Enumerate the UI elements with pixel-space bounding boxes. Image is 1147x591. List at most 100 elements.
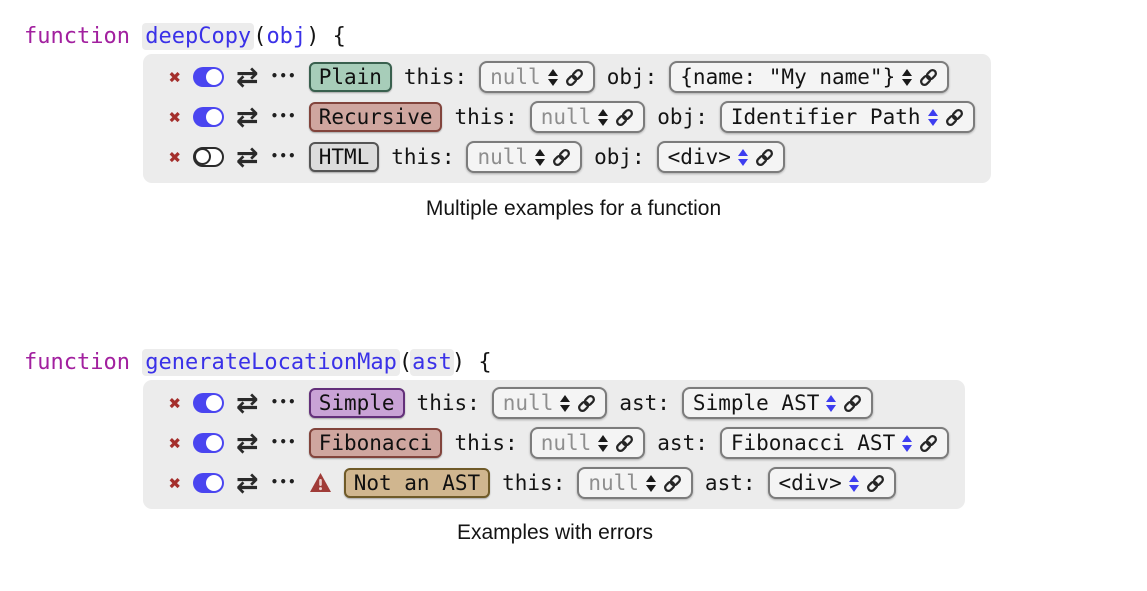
link-icon[interactable] bbox=[755, 148, 774, 167]
stepper-arrows[interactable] bbox=[547, 68, 558, 86]
step-up-icon[interactable] bbox=[598, 434, 609, 442]
delete-example-button[interactable]: ✖ bbox=[169, 105, 182, 129]
value-box[interactable]: Identifier Path bbox=[719, 101, 975, 133]
step-up-icon[interactable] bbox=[547, 68, 558, 76]
example-name-chip[interactable]: Simple bbox=[308, 388, 405, 418]
enable-toggle-on[interactable] bbox=[193, 433, 225, 453]
link-icon[interactable] bbox=[577, 394, 596, 413]
stepper-arrows[interactable] bbox=[560, 394, 571, 412]
function-name[interactable]: generateLocationMap bbox=[142, 349, 400, 376]
step-down-icon[interactable] bbox=[535, 158, 546, 166]
example-name-chip[interactable]: Plain bbox=[308, 62, 392, 92]
swap-arrows-button[interactable]: ⇄ bbox=[236, 61, 259, 93]
step-down-icon[interactable] bbox=[598, 444, 609, 452]
swap-arrows-button[interactable]: ⇄ bbox=[236, 387, 259, 419]
step-down-icon[interactable] bbox=[560, 404, 571, 412]
step-up-icon[interactable] bbox=[737, 148, 748, 156]
step-down-icon[interactable] bbox=[902, 444, 913, 452]
step-down-icon[interactable] bbox=[737, 158, 748, 166]
parameter-name[interactable]: ast bbox=[410, 349, 454, 376]
arg-label: this: bbox=[454, 105, 518, 129]
enable-toggle-off[interactable] bbox=[193, 147, 225, 167]
swap-arrows-button[interactable]: ⇄ bbox=[236, 101, 259, 133]
step-down-icon[interactable] bbox=[598, 118, 609, 126]
step-up-icon[interactable] bbox=[927, 108, 938, 116]
arg-label: this: bbox=[403, 65, 468, 89]
more-options-button[interactable]: ••• bbox=[270, 149, 297, 163]
link-icon[interactable] bbox=[565, 68, 584, 87]
value-box[interactable]: <div> bbox=[656, 141, 785, 173]
stepper-arrows[interactable] bbox=[645, 474, 656, 492]
value-box[interactable]: {name: "My name"} bbox=[669, 61, 950, 93]
swap-arrows-button[interactable]: ⇄ bbox=[236, 141, 259, 173]
example-name-chip[interactable]: Fibonacci bbox=[308, 428, 443, 458]
enable-toggle-on[interactable] bbox=[193, 107, 225, 127]
value-box[interactable]: null bbox=[466, 141, 583, 173]
step-down-icon[interactable] bbox=[645, 484, 656, 492]
link-icon[interactable] bbox=[919, 68, 938, 87]
value-text: <div> bbox=[778, 471, 842, 495]
step-down-icon[interactable] bbox=[826, 404, 837, 412]
enable-toggle-on[interactable] bbox=[193, 473, 225, 493]
link-icon[interactable] bbox=[615, 434, 634, 453]
step-up-icon[interactable] bbox=[848, 474, 859, 482]
delete-example-button[interactable]: ✖ bbox=[169, 431, 182, 455]
link-icon[interactable] bbox=[552, 148, 571, 167]
value-box[interactable]: null bbox=[529, 101, 646, 133]
link-icon[interactable] bbox=[843, 394, 862, 413]
delete-example-button[interactable]: ✖ bbox=[169, 471, 182, 495]
stepper-arrows[interactable] bbox=[848, 474, 859, 492]
link-icon[interactable] bbox=[615, 108, 634, 127]
stepper-arrows[interactable] bbox=[737, 148, 748, 166]
examples-panel: ✖ ⇄ ••• Simple this: null ast: Simple AS… bbox=[143, 380, 966, 509]
stepper-arrows[interactable] bbox=[826, 394, 837, 412]
step-up-icon[interactable] bbox=[535, 148, 546, 156]
stepper-arrows[interactable] bbox=[598, 434, 609, 452]
function-example-block-deepcopy: function deepCopy(obj) { ✖ ⇄ ••• Plain t… bbox=[24, 23, 991, 183]
step-down-icon[interactable] bbox=[927, 118, 938, 126]
link-icon[interactable] bbox=[945, 108, 964, 127]
example-name-chip[interactable]: Recursive bbox=[308, 102, 443, 132]
more-options-button[interactable]: ••• bbox=[270, 395, 297, 409]
step-down-icon[interactable] bbox=[848, 484, 859, 492]
enable-toggle-on[interactable] bbox=[193, 393, 225, 413]
link-icon[interactable] bbox=[866, 474, 885, 493]
stepper-arrows[interactable] bbox=[902, 434, 913, 452]
value-box[interactable]: null bbox=[577, 467, 693, 499]
step-down-icon[interactable] bbox=[902, 78, 913, 86]
stepper-arrows[interactable] bbox=[598, 108, 609, 126]
delete-example-button[interactable]: ✖ bbox=[169, 391, 182, 415]
step-up-icon[interactable] bbox=[598, 108, 609, 116]
link-icon[interactable] bbox=[663, 474, 682, 493]
stepper-arrows[interactable] bbox=[927, 108, 938, 126]
step-up-icon[interactable] bbox=[826, 394, 837, 402]
value-box[interactable]: null bbox=[479, 61, 595, 93]
delete-example-button[interactable]: ✖ bbox=[169, 65, 182, 89]
step-up-icon[interactable] bbox=[902, 434, 913, 442]
value-box[interactable]: Simple AST bbox=[681, 387, 874, 419]
parameter-name[interactable]: obj bbox=[266, 24, 307, 49]
value-box[interactable]: Fibonacci AST bbox=[719, 427, 950, 459]
step-up-icon[interactable] bbox=[560, 394, 571, 402]
enable-toggle-on[interactable] bbox=[193, 67, 225, 87]
value-box[interactable]: null bbox=[491, 387, 608, 419]
link-icon[interactable] bbox=[919, 434, 938, 453]
more-options-button[interactable]: ••• bbox=[270, 435, 297, 449]
swap-arrows-button[interactable]: ⇄ bbox=[236, 427, 259, 459]
stepper-arrows[interactable] bbox=[535, 148, 546, 166]
function-name[interactable]: deepCopy bbox=[142, 23, 255, 50]
step-up-icon[interactable] bbox=[645, 474, 656, 482]
stepper-arrows[interactable] bbox=[902, 68, 913, 86]
step-up-icon[interactable] bbox=[902, 68, 913, 76]
swap-arrows-button[interactable]: ⇄ bbox=[236, 467, 259, 499]
warning-icon[interactable] bbox=[309, 472, 332, 493]
step-down-icon[interactable] bbox=[547, 78, 558, 86]
more-options-button[interactable]: ••• bbox=[270, 109, 297, 123]
delete-example-button[interactable]: ✖ bbox=[169, 145, 182, 169]
example-name-chip[interactable]: Not an AST bbox=[343, 468, 491, 498]
more-options-button[interactable]: ••• bbox=[270, 69, 297, 83]
example-name-chip[interactable]: HTML bbox=[308, 142, 380, 172]
value-box[interactable]: null bbox=[529, 427, 646, 459]
value-box[interactable]: <div> bbox=[767, 467, 896, 499]
more-options-button[interactable]: ••• bbox=[270, 475, 297, 489]
